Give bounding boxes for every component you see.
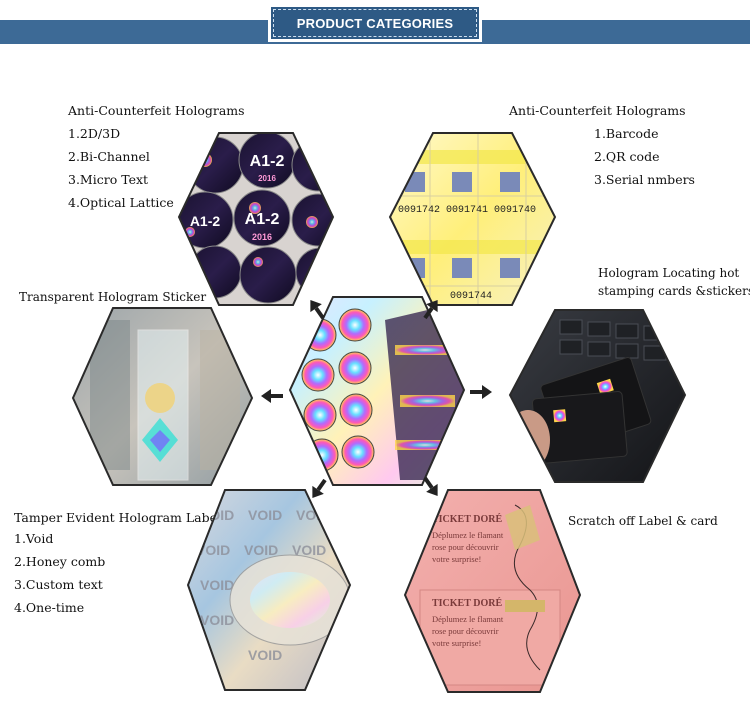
ticket-text: votre surprise! xyxy=(432,554,481,564)
list-item: 1.2D/3D xyxy=(68,126,121,141)
group-title-scratch-off: Scratch off Label & card xyxy=(568,514,718,528)
list-item: 1.Void xyxy=(14,531,54,546)
group-title-hot-stamping-line2: stamping cards &stickers xyxy=(598,284,750,298)
ticket-text: rose pour découvrir xyxy=(432,542,499,552)
list-item: 2.QR code xyxy=(594,149,660,164)
page-title: PRODUCT CATEGORIES xyxy=(296,15,454,31)
void-text: VOID xyxy=(248,647,282,663)
void-text: VOID xyxy=(200,577,234,593)
ticket-text: votre surprise! xyxy=(432,638,481,648)
group-title-anticounterfeit-2: Anti-Counterfeit Holograms xyxy=(509,103,686,118)
void-text: VOID xyxy=(200,612,234,628)
list-item: 3.Custom text xyxy=(14,577,103,592)
hexagon-frame xyxy=(508,309,687,483)
hexagon-frame xyxy=(288,296,466,486)
ticket-text: Déplumez le flamant xyxy=(432,614,504,624)
hexagon-frame xyxy=(71,307,254,486)
void-text: VOID xyxy=(196,542,230,558)
list-item: 2.Bi-Channel xyxy=(68,149,150,164)
list-item: 4.Optical Lattice xyxy=(68,195,174,210)
scratch-off-card-image: TICKET DORÉ Déplumez le flamant rose pou… xyxy=(405,490,580,692)
void-text: VOID xyxy=(248,507,282,523)
list-item: 1.Barcode xyxy=(594,126,659,141)
sticker-code-text: A1-2 xyxy=(190,213,221,229)
hexagon-frame xyxy=(177,132,335,306)
hot-stamping-cards-image xyxy=(510,310,685,482)
hologram-stickers-image: A1-2 A1-2 A1-2 2016 2016 xyxy=(179,133,333,305)
sticker-year-text: 2016 xyxy=(252,232,272,242)
center-hologram-image xyxy=(290,297,464,485)
sticker-year-text: 2016 xyxy=(258,174,276,183)
ticket-title-text: TICKET DORÉ xyxy=(432,513,502,525)
list-item: 2.Honey comb xyxy=(14,554,106,569)
banner: PRODUCT CATEGORIES xyxy=(268,4,482,42)
hexagon-frame xyxy=(403,489,582,693)
banner-frame: PRODUCT CATEGORIES xyxy=(273,9,477,37)
ticket-title-text: TICKET DORÉ xyxy=(432,597,502,609)
void-text: VOID xyxy=(244,542,278,558)
serial-number-text: 0091741 xyxy=(446,205,488,216)
hexagon-frame xyxy=(186,489,352,691)
serial-number-text: 0091740 xyxy=(494,205,536,216)
list-item: 3.Micro Text xyxy=(68,172,149,187)
serial-number-text: 0091744 xyxy=(450,291,492,302)
list-item: 3.Serial nmbers xyxy=(594,172,695,187)
transparent-sticker-image xyxy=(73,308,252,485)
list-item: 4.One-time xyxy=(14,600,85,615)
arrows xyxy=(261,299,492,499)
barcode-labels-image: 0091742 0091741 0091740 0091744 xyxy=(390,133,555,305)
void-text: VOID xyxy=(292,542,326,558)
hexagon-frame xyxy=(388,132,557,306)
ticket-text: rose pour découvrir xyxy=(432,626,499,636)
sticker-code-text: A1-2 xyxy=(250,153,285,170)
group-title-transparent: Transparent Hologram Sticker xyxy=(19,290,207,304)
group-title-tamper-evident: Tamper Evident Hologram Labels xyxy=(14,510,228,525)
sticker-code-text: A1-2 xyxy=(245,211,280,228)
group-title-anticounterfeit-1: Anti-Counterfeit Holograms xyxy=(68,103,245,118)
void-labels-image: VOID VOID VOID VOID VOID VOID VOID VOID … xyxy=(188,490,350,690)
group-title-hot-stamping: Hologram Locating hot xyxy=(598,266,740,280)
ticket-text: Déplumez le flamant xyxy=(432,530,504,540)
serial-number-text: 0091742 xyxy=(398,205,440,216)
